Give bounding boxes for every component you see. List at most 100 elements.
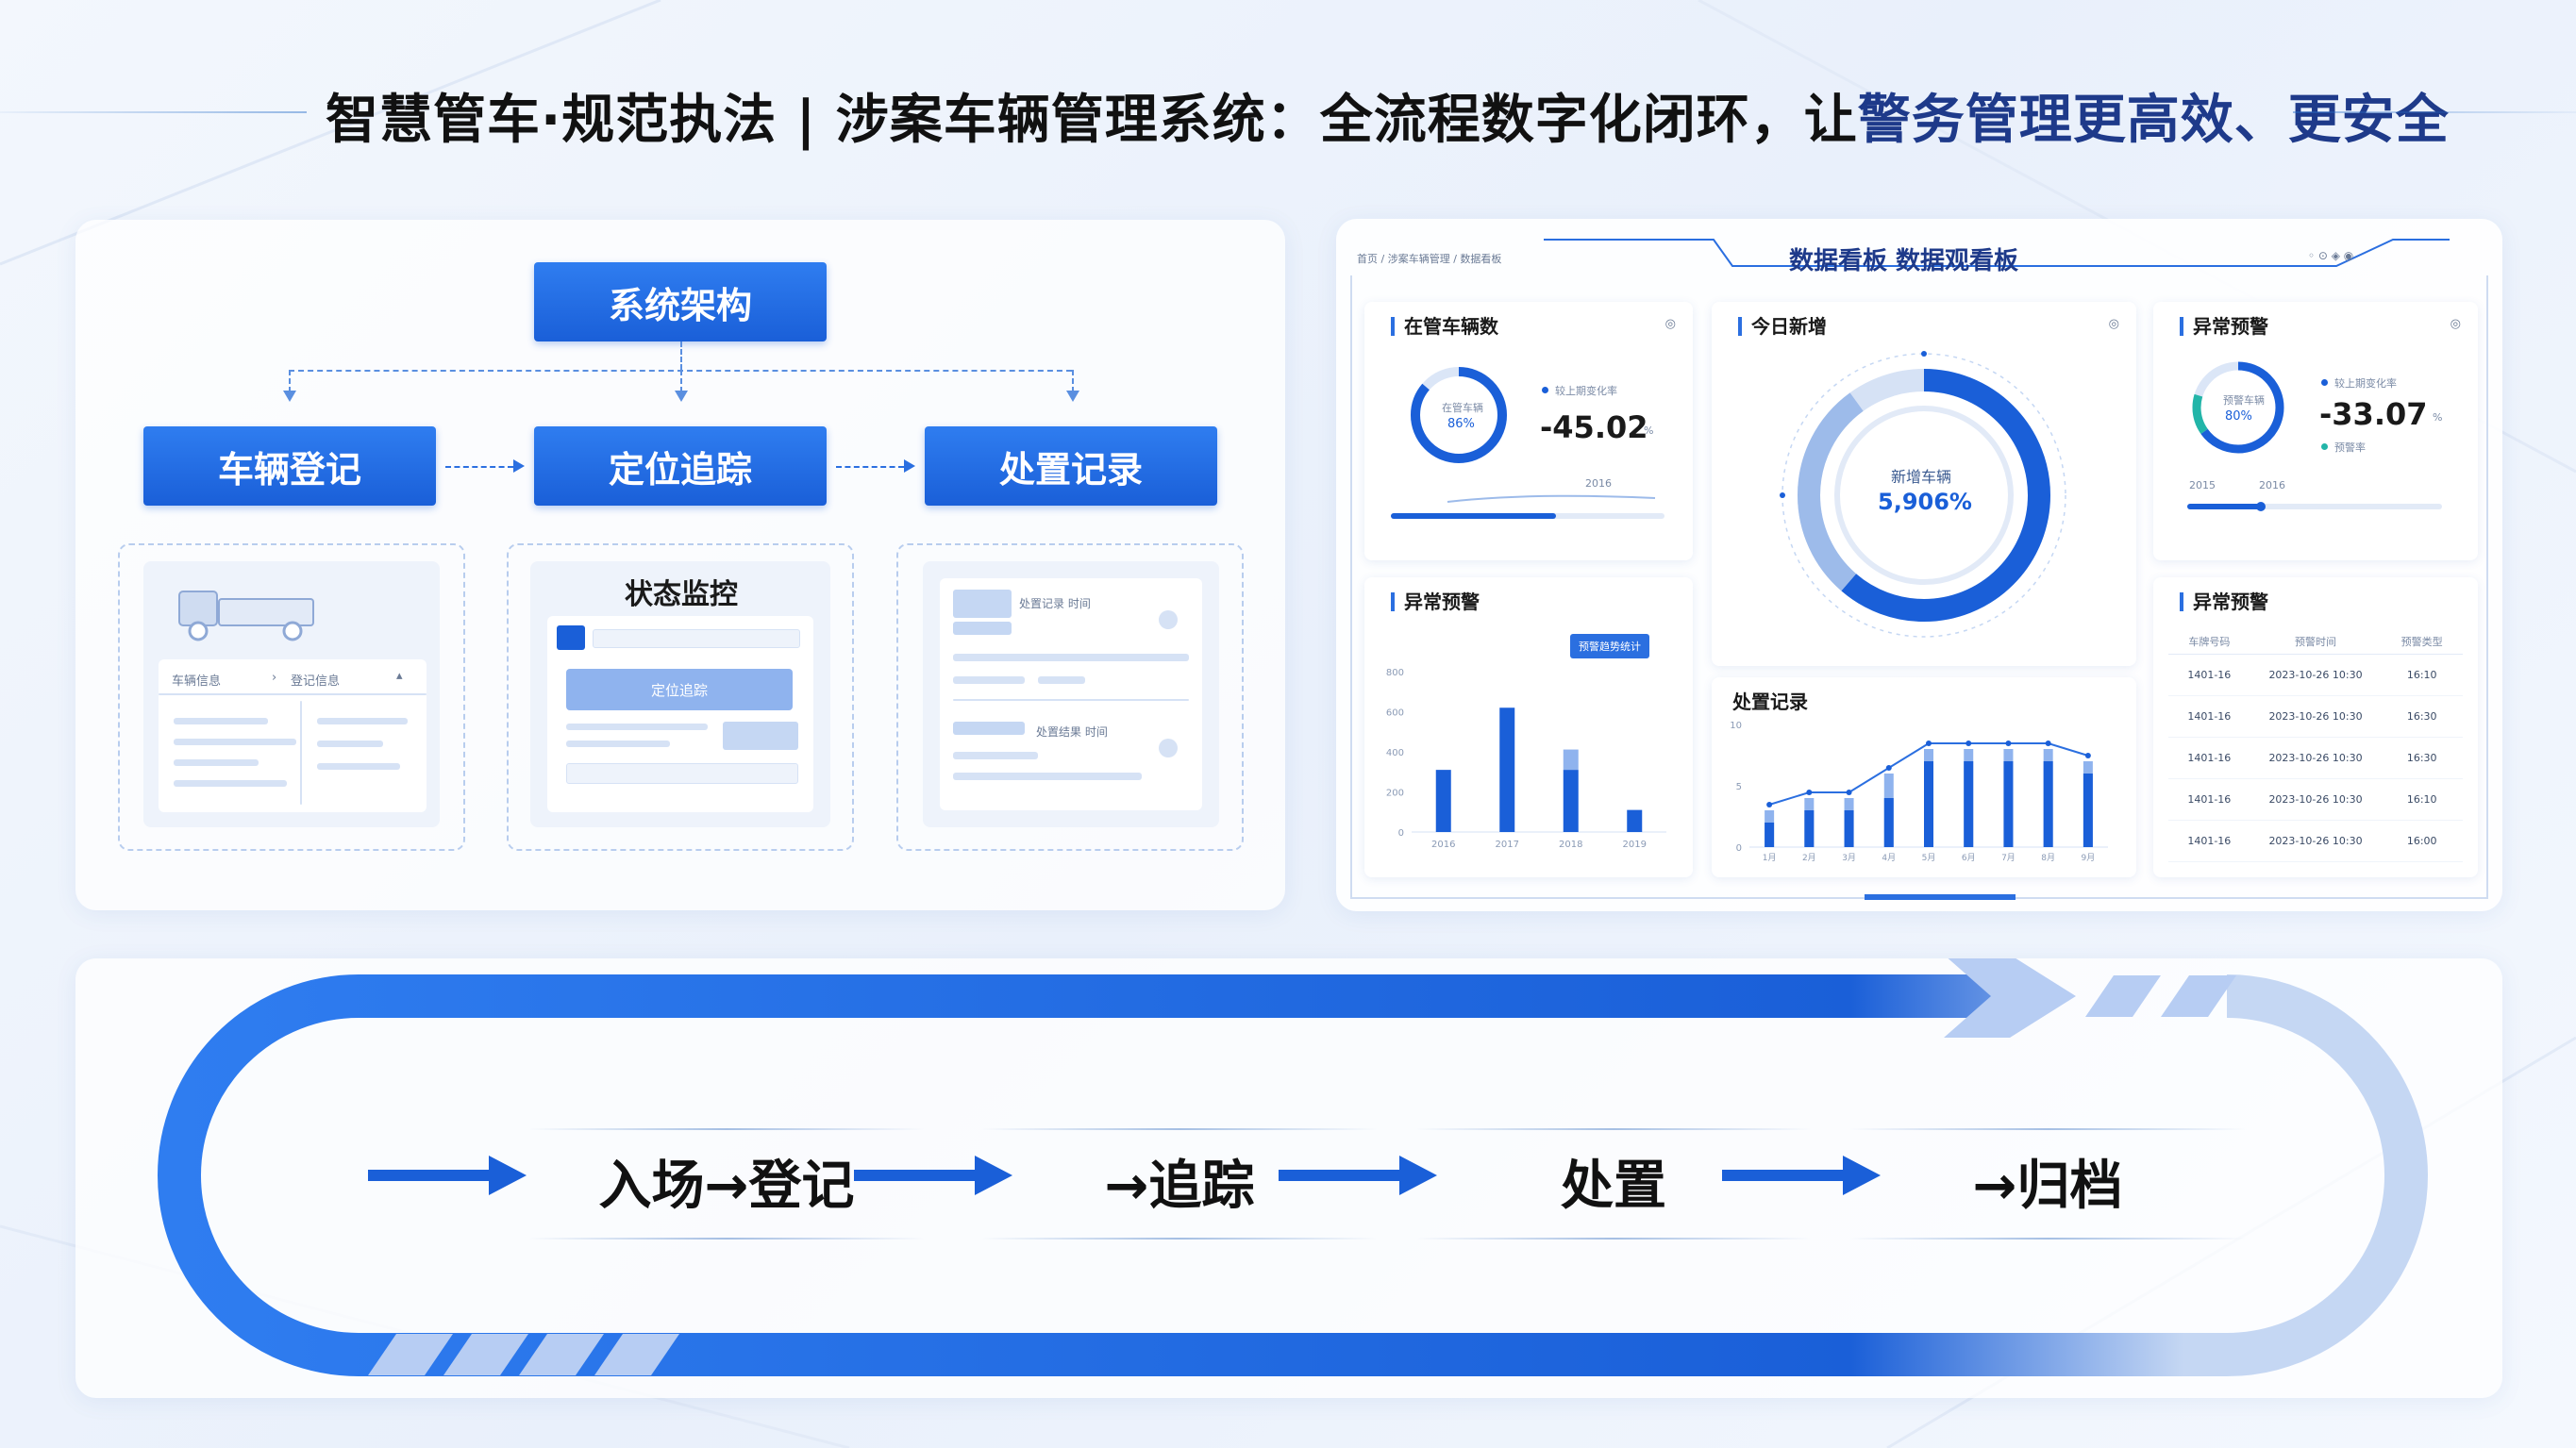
bar (1563, 770, 1579, 832)
y-tick-label: 600 (1386, 708, 1404, 719)
info-icon[interactable]: ◎ (2450, 317, 2461, 331)
x-tick-label: 8月 (2041, 853, 2055, 863)
y-tick-label: 0 (1736, 843, 1742, 854)
column-header: 预警时间 (2295, 635, 2336, 648)
unit-label: % (2433, 411, 2443, 424)
flow-divider (1849, 1128, 2246, 1130)
y-tick-label: 5 (1736, 782, 1742, 792)
arrow-icon (675, 391, 688, 402)
table-cell: 1401-16 (2187, 835, 2232, 847)
x-tick-label: 2月 (1802, 853, 1816, 863)
x-tick-label: 5月 (1922, 853, 1936, 863)
form-label: 登记信息 (291, 674, 341, 689)
title-divider-right (2293, 111, 2576, 113)
trend-point (1846, 790, 1852, 795)
breadcrumb[interactable]: 首页 / 涉案车辆管理 / 数据看板 (1357, 253, 1502, 265)
legend-label: 预警率 (2334, 441, 2366, 454)
arch-node-tracking: 定位追踪 (534, 426, 827, 506)
ring-value: 5,906% (1878, 489, 1972, 515)
flow-divider (1415, 1128, 1812, 1130)
table-cell: 16:00 (2406, 835, 2437, 847)
connector (445, 466, 513, 468)
flow-divider (981, 1128, 1378, 1130)
caret-up-icon: ▴ (396, 669, 403, 683)
bar (1883, 798, 1894, 847)
arrow-icon (283, 391, 296, 402)
connector (680, 341, 682, 370)
flow-step-disposal: 处置 (1561, 1156, 1666, 1217)
vehicles-card: 在管车辆数 ◎ 在管车辆 86% 较上期变化率 -45.02 % 2016 (1364, 302, 1693, 560)
small-label: 2015 (2189, 479, 2216, 491)
records-preview (896, 543, 1244, 851)
bar (1563, 749, 1579, 771)
flow-panel: 入场→登记 →追踪 处置 →归档 (75, 958, 2502, 1398)
y-tick-label: 400 (1386, 748, 1404, 758)
today-card: 今日新增 ◎ 新增车辆 5,906% (1712, 302, 2136, 666)
legend-label: 较上期变化率 (1555, 385, 1617, 397)
vehicles-progress (1391, 494, 1664, 519)
bar (1765, 823, 1775, 847)
card-title: 在管车辆数 (1391, 317, 1498, 336)
trend-point (2045, 741, 2051, 746)
flow-divider (1849, 1238, 2246, 1240)
x-tick-label: 9月 (2082, 853, 2096, 863)
form-label: 车辆信息 (172, 674, 222, 689)
connector (289, 370, 291, 392)
connector (680, 370, 682, 392)
flow-step-register: 入场→登记 (598, 1156, 855, 1217)
tracking-button[interactable]: 定位追踪 (566, 669, 793, 710)
card-title: 今日新增 (1738, 317, 1827, 336)
bar (1435, 770, 1451, 832)
ring-label: 预警车辆 (2223, 394, 2265, 407)
card-title: 异常预警 (1391, 592, 1480, 611)
x-tick-label: 4月 (1882, 853, 1896, 863)
record-status-icon (1159, 739, 1178, 757)
title-divider-left (0, 111, 307, 113)
monitor-form: 定位追踪 (547, 616, 813, 812)
legend-dot (2321, 443, 2328, 450)
bar (1804, 810, 1815, 847)
table-cell: 16:10 (2406, 793, 2437, 806)
register-preview (118, 543, 465, 851)
table-cell: 2023-10-26 10:30 (2268, 752, 2363, 764)
connector (1072, 370, 1074, 392)
bar (1924, 761, 1933, 847)
arrow-icon (904, 459, 915, 473)
chevron-right-icon: › (272, 671, 277, 685)
info-icon[interactable]: ◎ (1664, 317, 1676, 331)
table-header: 车牌号码预警时间预警类型 (2168, 628, 2463, 655)
card-title: 处置记录 (1732, 691, 1808, 713)
y-tick-label: 0 (1398, 828, 1404, 839)
trend-point (2005, 741, 2012, 746)
record-row-text: 处置记录 时间 (1019, 597, 1091, 610)
legend-dot (2321, 379, 2328, 386)
card-title: 异常预警 (2180, 317, 2268, 336)
x-tick-label: 2017 (1496, 840, 1519, 850)
table-cell: 1401-16 (2187, 752, 2232, 764)
arch-top-node: 系统架构 (534, 262, 827, 341)
x-tick-label: 3月 (1842, 853, 1856, 863)
record-status-icon (1159, 610, 1178, 629)
table-cell: 1401-16 (2187, 710, 2232, 723)
ring-value: 80% (2225, 409, 2252, 424)
trend-point (2084, 753, 2091, 758)
vehicles-change-value: -45.02 (1540, 409, 1648, 445)
y-tick-label: 800 (1386, 668, 1404, 678)
alert-ring (2192, 361, 2284, 454)
column-header: 车牌号码 (2188, 635, 2231, 648)
info-icon[interactable]: ◎ (2108, 317, 2119, 331)
dashboard-frame (1350, 239, 2488, 900)
arrow-icon (1066, 391, 1079, 402)
y-tick-label: 200 (1386, 789, 1404, 799)
alert-trend-button[interactable]: 预警趋势统计 (1570, 634, 1649, 658)
title-text: 智慧管车·规范执法 | 涉案车辆管理系统：全流程数字化闭环，让 (326, 90, 1858, 151)
card-title: 异常预警 (2180, 592, 2268, 611)
